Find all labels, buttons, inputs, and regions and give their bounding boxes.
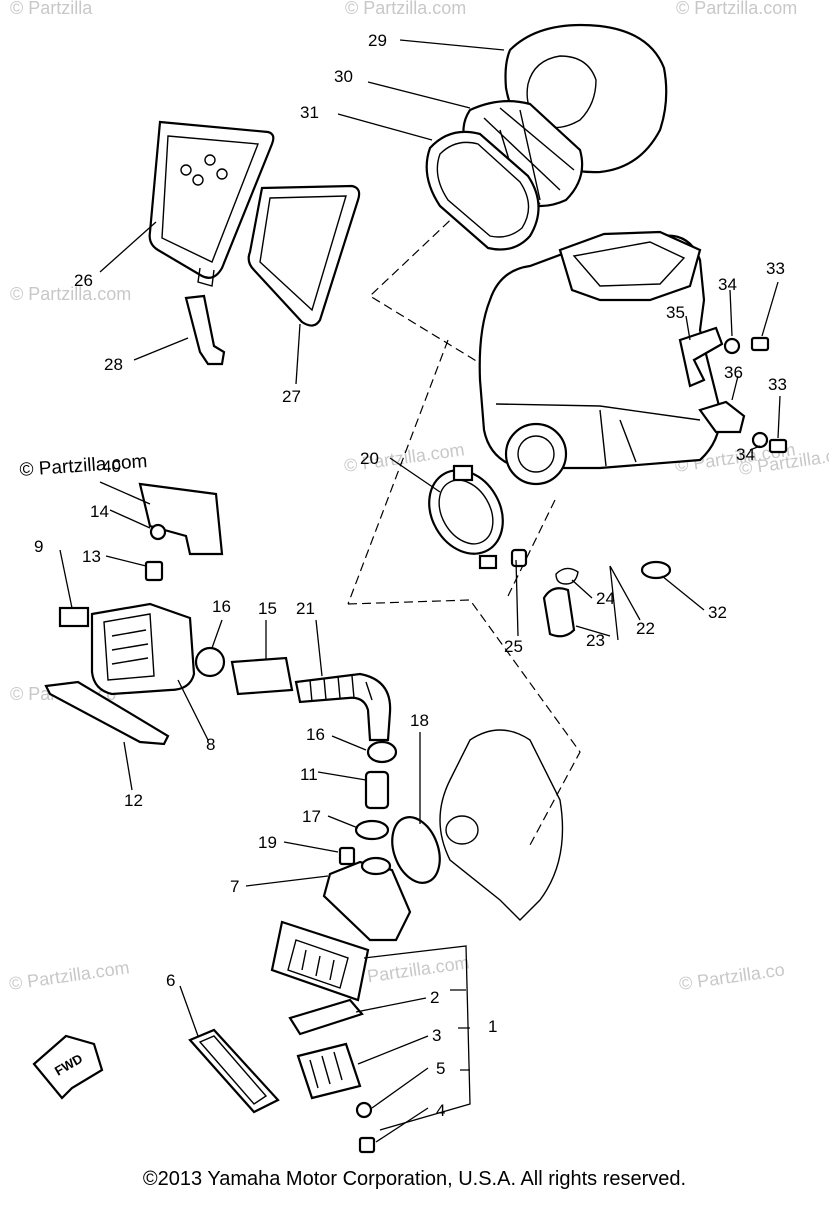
part-3-reed xyxy=(296,1042,362,1100)
callout-29: 29 xyxy=(368,31,387,50)
part-20-band xyxy=(428,464,504,570)
callout-28: 28 xyxy=(104,355,123,374)
part-36-clamp xyxy=(698,400,746,434)
part-26-filter-case xyxy=(148,120,275,287)
part-35-bracket xyxy=(678,326,724,388)
callout-13: 13 xyxy=(82,547,101,566)
callout-9: 9 xyxy=(34,537,43,556)
part-25-fitting xyxy=(510,548,528,568)
callout-31: 31 xyxy=(300,103,319,122)
callout-8: 8 xyxy=(206,735,215,754)
watermark: © Partzilla.com xyxy=(10,284,131,304)
callout-33: 33 xyxy=(766,259,785,278)
part-34-washer xyxy=(723,337,769,449)
part-1-reed-valve xyxy=(270,920,370,1002)
part-28-strap xyxy=(184,294,226,366)
part-2-stopper xyxy=(288,998,364,1036)
callout-27: 27 xyxy=(282,387,301,406)
airbox xyxy=(478,230,722,486)
copyright-notice: ©2013 Yamaha Motor Corporation, U.S.A. A… xyxy=(142,1168,687,1190)
callout-24: 24 xyxy=(596,589,615,608)
part-17-clamp xyxy=(354,819,390,841)
callout-25: 25 xyxy=(504,637,523,656)
callout-11: 11 xyxy=(300,765,318,784)
callout-21: 21 xyxy=(296,599,315,618)
callout-18: 18 xyxy=(410,711,429,730)
part-23-drain-cap xyxy=(542,587,576,638)
part-19-bolt xyxy=(338,846,356,866)
callout-22: 22 xyxy=(636,619,655,638)
part-32-grommet xyxy=(640,560,672,580)
callout-30: 30 xyxy=(334,67,353,86)
part-12-strap xyxy=(44,680,170,746)
part-18-clamp xyxy=(391,816,441,884)
watermark: © Partzilla.com xyxy=(345,0,466,18)
callout-12: 12 xyxy=(124,791,143,810)
part-27-filter-element xyxy=(247,184,361,327)
part-14-washer xyxy=(149,523,167,541)
callout-2: 2 xyxy=(430,988,439,1007)
watermark: © Partzilla.co xyxy=(678,959,786,994)
callout-36: 36 xyxy=(724,363,743,382)
part-15-joint xyxy=(230,656,294,696)
callout-32: 32 xyxy=(708,603,727,622)
callout-6: 6 xyxy=(166,971,175,990)
callout-35: 35 xyxy=(666,303,685,322)
callout-40: 40 xyxy=(102,457,121,476)
part-40-bracket xyxy=(138,482,224,556)
watermark-brand: © Partzilla.com xyxy=(19,451,148,481)
part-11-joint xyxy=(364,770,390,810)
watermark: © Partzilla xyxy=(10,0,93,18)
callout-16: 16 xyxy=(212,597,231,616)
callout-26: 26 xyxy=(74,271,93,290)
part-6-gasket xyxy=(188,1028,280,1114)
carburetor-outline xyxy=(439,729,564,921)
callout-33b: 33 xyxy=(768,375,787,394)
callout-17: 17 xyxy=(302,807,321,826)
part-21-hose xyxy=(294,672,392,742)
part-4-screw xyxy=(358,1136,376,1154)
callout-34: 34 xyxy=(718,275,737,294)
callout-23: 23 xyxy=(586,631,605,650)
part-16-clamp xyxy=(194,646,398,764)
callout-4: 4 xyxy=(436,1101,445,1120)
callout-1: 1 xyxy=(488,1017,497,1036)
watermark: © Partzilla.com xyxy=(8,957,131,994)
callout-19: 19 xyxy=(258,833,277,852)
part-7-manifold xyxy=(322,856,412,942)
callout-3: 3 xyxy=(432,1026,441,1045)
part-31-gasket xyxy=(425,130,540,251)
callout-16b: 16 xyxy=(306,725,325,744)
part-30-screen xyxy=(462,99,584,208)
callout-14: 14 xyxy=(90,502,109,521)
part-33-bolt xyxy=(750,336,788,454)
callout-5: 5 xyxy=(436,1059,445,1078)
part-5-washer xyxy=(355,1101,373,1119)
callout-7: 7 xyxy=(230,877,239,896)
watermark: © Partzilla.com xyxy=(676,0,797,18)
part-13-bolt xyxy=(144,560,164,582)
callout-34b: 34 xyxy=(736,445,755,464)
fwd-arrow-icon: FWD xyxy=(32,1034,104,1100)
callout-15: 15 xyxy=(258,599,277,618)
callout-20: 20 xyxy=(360,449,379,468)
part-8-silencer xyxy=(90,602,196,696)
part-9-label xyxy=(58,606,90,628)
